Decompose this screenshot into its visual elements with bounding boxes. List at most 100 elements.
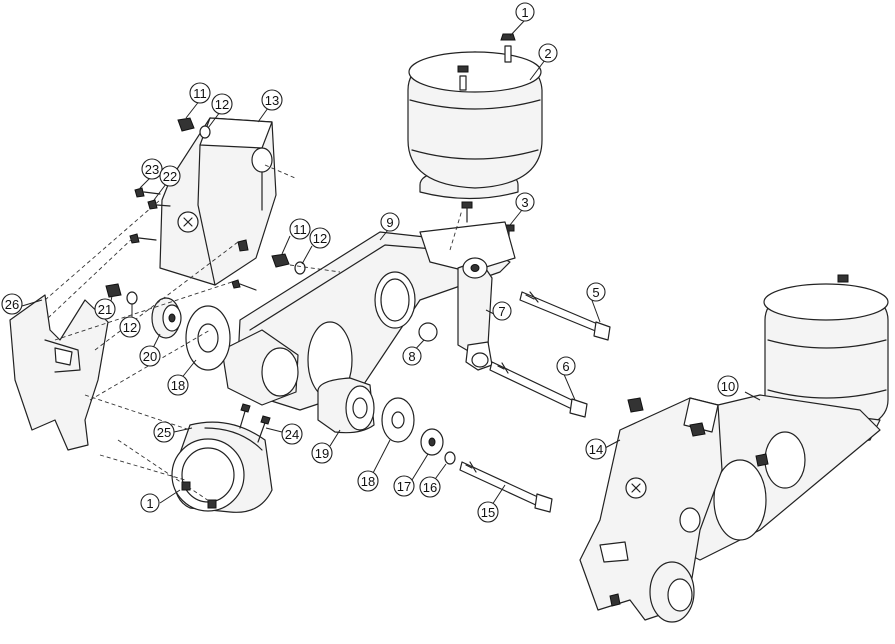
- callout-circle: [167, 374, 189, 396]
- callout-label: 14: [589, 442, 603, 457]
- bolt-5: [519, 291, 611, 341]
- callout-label: 6: [562, 359, 569, 374]
- callout-label: 20: [143, 349, 157, 364]
- bushing-20: [151, 297, 182, 339]
- callout-9: 9: [380, 212, 400, 232]
- callout-circle: [419, 476, 441, 498]
- callout-label: 1: [146, 496, 153, 511]
- callout-label: 25: [157, 425, 171, 440]
- callout-25: 25: [153, 421, 175, 443]
- washer-16: [444, 451, 456, 465]
- callout-24: 24: [281, 423, 303, 445]
- callout-circle: [119, 316, 141, 338]
- callout-label: 3: [521, 195, 528, 210]
- bushing-19: [317, 377, 375, 434]
- callout-circle: [393, 475, 415, 497]
- callout-circle: [139, 345, 161, 367]
- callout-circle: [1, 293, 23, 315]
- callout-circle: [211, 93, 233, 115]
- air-spring-top: [407, 33, 543, 200]
- shock-absorber: [457, 257, 493, 371]
- callout-label: 13: [265, 93, 279, 108]
- callout-label: 16: [423, 480, 437, 495]
- callout-12: 12: [119, 316, 141, 338]
- callout-20: 20: [139, 345, 161, 367]
- callout-21: 21: [94, 298, 116, 320]
- callout-15: 15: [477, 501, 499, 523]
- callout-19: 19: [311, 442, 333, 464]
- washer-18-left: [185, 305, 231, 371]
- callout-circle: [538, 43, 558, 63]
- callout-label: 18: [171, 378, 185, 393]
- callout-label: 7: [498, 304, 505, 319]
- callout-circle: [477, 501, 499, 523]
- callout-11: 11: [189, 82, 211, 104]
- callout-circle: [141, 158, 163, 180]
- hanger-bracket-13: [159, 117, 277, 286]
- callout-label: 18: [361, 474, 375, 489]
- callout-5: 5: [586, 282, 606, 302]
- callout-3: 3: [515, 192, 535, 212]
- callout-circle: [159, 165, 181, 187]
- callout-2: 2: [538, 43, 558, 63]
- callout-12: 12: [309, 227, 331, 249]
- callout-16: 16: [419, 476, 441, 498]
- callout-circle: [357, 470, 379, 492]
- callout-11: 11: [289, 218, 311, 240]
- callout-circle: [402, 346, 422, 366]
- callout-circle: [717, 375, 739, 397]
- callout-label: 23: [145, 162, 159, 177]
- bushing-8: [418, 322, 438, 342]
- callout-circle: [585, 438, 607, 460]
- callout-1: 1: [515, 2, 535, 22]
- small-bolts-22-23: [129, 187, 257, 291]
- callout-circle: [189, 82, 211, 104]
- callout-circle: [380, 212, 400, 232]
- callout-circle: [515, 2, 535, 22]
- callout-14: 14: [585, 438, 607, 460]
- callout-12: 12: [211, 93, 233, 115]
- callout-label: 12: [123, 320, 137, 335]
- callout-18: 18: [167, 374, 189, 396]
- air-spring-25: [171, 421, 273, 513]
- callout-circle: [311, 442, 333, 464]
- nut-washer-top: [177, 117, 211, 139]
- callout-circle: [140, 493, 160, 513]
- bolt-6: [489, 361, 588, 418]
- callout-label: 17: [397, 479, 411, 494]
- callout-circle: [153, 421, 175, 443]
- nut-21: [105, 283, 138, 305]
- callout-circle: [515, 192, 535, 212]
- callout-8: 8: [402, 346, 422, 366]
- callout-circle: [281, 423, 303, 445]
- callout-label: 10: [721, 379, 735, 394]
- callout-circle: [586, 282, 606, 302]
- callout-label: 12: [215, 97, 229, 112]
- bolt-15: [459, 461, 553, 513]
- callout-label: 24: [285, 427, 299, 442]
- callout-circle: [309, 227, 331, 249]
- callout-circle: [492, 301, 512, 321]
- callout-7: 7: [492, 301, 512, 321]
- callout-label: 12: [313, 231, 327, 246]
- trailing-arm: [221, 221, 516, 411]
- callout-13: 13: [261, 89, 283, 111]
- callout-label: 5: [592, 285, 599, 300]
- assembled-suspension: [579, 274, 889, 623]
- callout-1: 1: [140, 493, 160, 513]
- callout-26: 26: [1, 293, 23, 315]
- callout-23: 23: [141, 158, 163, 180]
- callout-18: 18: [357, 470, 379, 492]
- callout-label: 11: [193, 86, 207, 101]
- callout-label: 8: [408, 349, 415, 364]
- callout-circle: [94, 298, 116, 320]
- studs-24: [239, 403, 271, 443]
- callout-label: 15: [481, 505, 495, 520]
- callout-label: 22: [163, 169, 177, 184]
- callout-10: 10: [717, 375, 739, 397]
- alignment-lines: [44, 164, 463, 506]
- callout-circle: [556, 356, 576, 376]
